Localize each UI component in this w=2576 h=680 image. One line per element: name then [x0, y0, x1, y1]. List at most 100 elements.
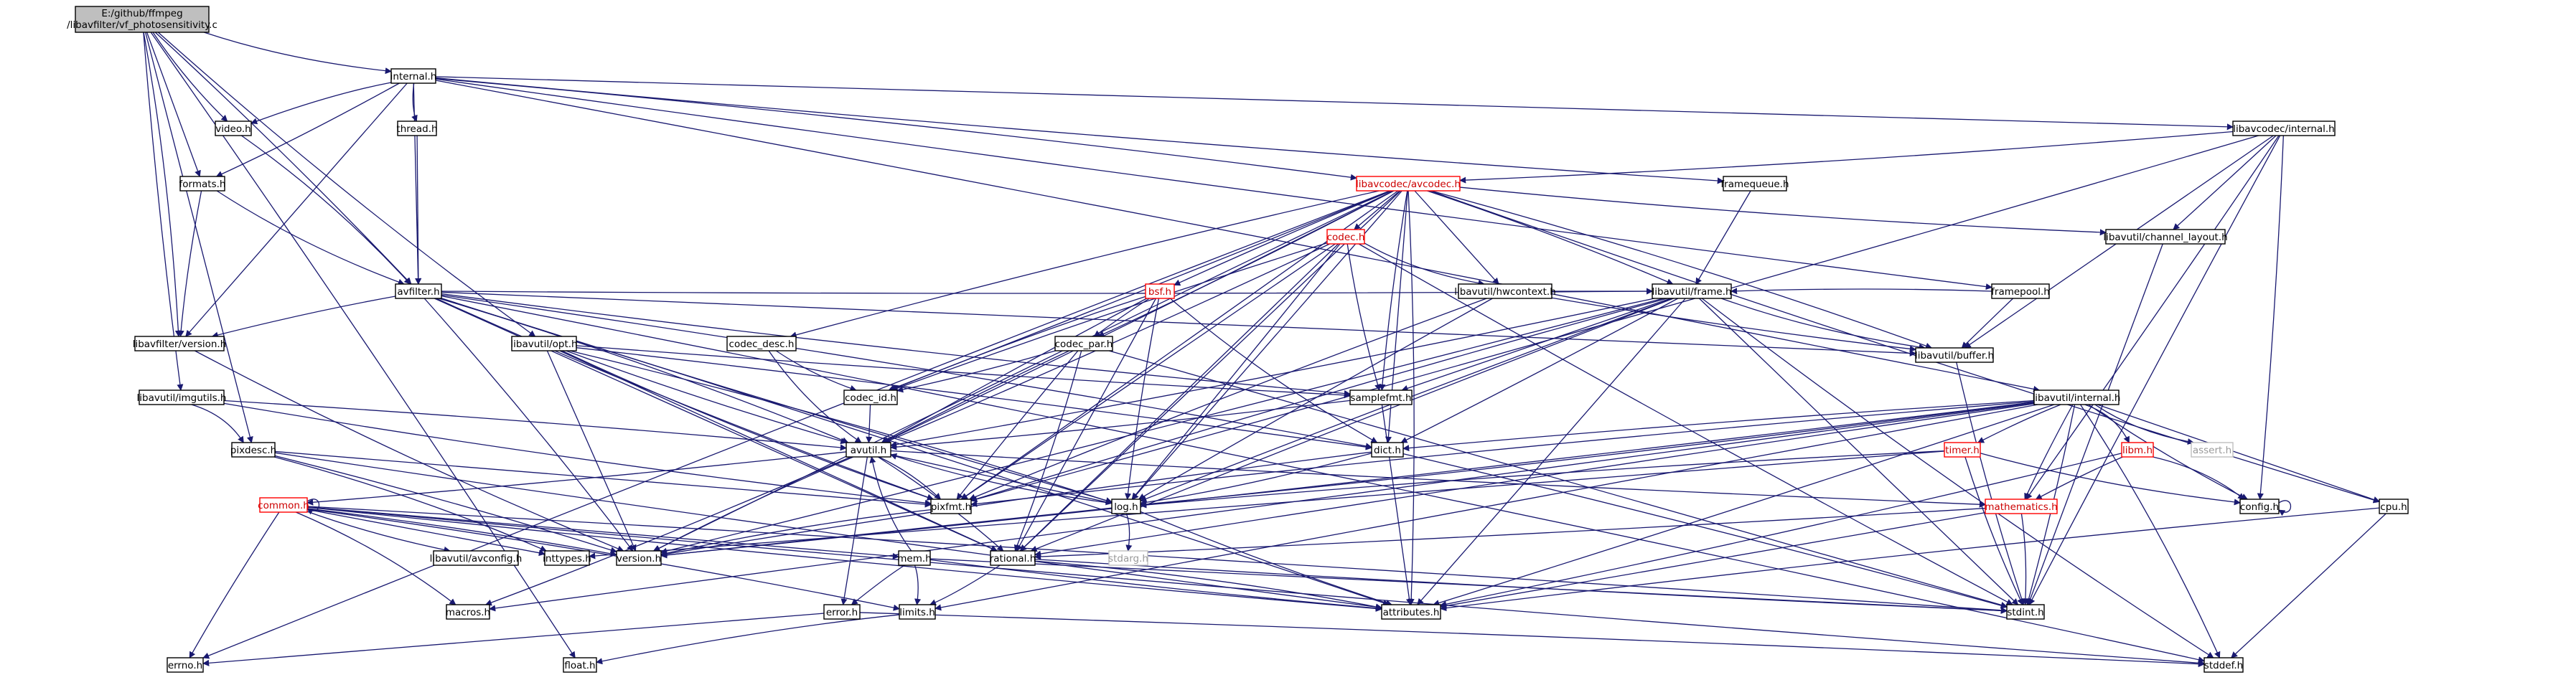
node-label: cpu.h: [2380, 501, 2407, 513]
edge-cpu_h-to-stddef_h: [2231, 513, 2387, 658]
node-mathematics-h[interactable]: mathematics.h: [1985, 499, 2058, 514]
node-label: errno.h: [168, 660, 202, 671]
node-codec-par-h[interactable]: codec_par.h: [1054, 336, 1113, 351]
node-stddef-h[interactable]: stddef.h: [2203, 657, 2244, 673]
node-pixfmt-h[interactable]: pixfmt.h: [930, 499, 972, 514]
node-pixdesc-h[interactable]: pixdesc.h: [230, 442, 277, 458]
node-label: dict.h: [1374, 445, 1401, 456]
node-common-h[interactable]: common.h: [258, 497, 309, 513]
node-avconfig-h[interactable]: libavutil/avconfig.h: [430, 550, 523, 566]
edge-internal_h-to-video_h: [250, 82, 392, 125]
node-log-h[interactable]: log.h: [1111, 499, 1141, 514]
node-codec-desc-h[interactable]: codec_desc.h: [726, 336, 797, 351]
edge-bsf_h-to-dict_h: [1169, 298, 1378, 443]
edge-mem_h-to-limits_h: [914, 565, 922, 605]
edge-avcodec_h-to-avutil_h: [882, 190, 1395, 443]
node-internal-h[interactable]: internal.h: [390, 68, 437, 84]
node-frame-h[interactable]: libavutil/frame.h: [1652, 283, 1732, 299]
node-label: log.h: [1114, 501, 1138, 513]
node-mem-h[interactable]: mem.h: [897, 550, 932, 566]
node-thread-h[interactable]: thread.h: [396, 121, 438, 136]
edge-avfilter_h-to-attributes_h: [440, 298, 1390, 606]
node-channel-layout-h[interactable]: libavutil/channel_layout.h: [2103, 229, 2228, 245]
node-label: libavutil/imgutils.h: [137, 392, 227, 404]
node-avutil-h[interactable]: avutil.h: [846, 442, 891, 458]
node-error-h[interactable]: error.h: [823, 604, 861, 620]
node-avcodec-h[interactable]: libavcodec/avcodec.h: [1356, 176, 1461, 192]
node-stdarg-h[interactable]: stdarg.h: [1108, 550, 1148, 566]
edge-avcodec_internal_h-to-avcodec_h: [1459, 131, 2234, 184]
node-formats-h[interactable]: formats.h: [179, 176, 226, 192]
edge-common_h-to-avconfig_h: [306, 511, 451, 553]
node-box: [990, 550, 1036, 566]
edge-internal_h-to-avcodec_h: [435, 77, 1357, 181]
edge-avutil_internal_h-to-config_h: [2088, 404, 2249, 500]
edge-avcodec_h-to-version_h: [652, 190, 1394, 552]
node-assert-h[interactable]: assert.h: [2191, 442, 2234, 458]
node-opt-h[interactable]: libavutil/opt.h: [510, 336, 578, 351]
node-rational-h[interactable]: rational.h: [990, 550, 1036, 566]
edge-libm_h-to-config_h: [2153, 456, 2245, 500]
node-box: [395, 283, 442, 299]
edge-avcodec_h-to-bsf_h: [1174, 190, 1392, 286]
edge-hwcontext_h-to-buffer_h: [1551, 297, 1916, 352]
node-label: bsf.h: [1148, 286, 1171, 298]
node-label: limits.h: [899, 607, 935, 618]
node-box: [846, 442, 891, 458]
node-limits-h[interactable]: limits.h: [899, 604, 936, 620]
edge-codec_h-to-codec_id_h: [891, 242, 1328, 392]
edge-common_h-to-macros_h: [295, 511, 456, 605]
edge-mathematics_h-to-rational_h: [1034, 507, 1986, 560]
edge-avcodec_internal_h-to-config_h: [2257, 135, 2284, 500]
edge-common_h-to-inttypes_h: [306, 509, 545, 557]
edge-codec_desc_h-to-codec_id_h: [775, 350, 857, 392]
node-avcodec-internal-h[interactable]: libavcodec/internal.h: [2232, 121, 2336, 136]
node-avfilter-h[interactable]: avfilter.h: [395, 283, 442, 299]
node-samplefmt-h[interactable]: samplefmt.h: [1349, 389, 1413, 405]
node-video-h[interactable]: video.h: [215, 121, 252, 136]
edge-avutil_internal_h-to-dict_h: [1402, 400, 2035, 452]
edge-frame_h-to-pixfmt_h: [970, 298, 1667, 502]
node-hwcontext-h[interactable]: libavutil/hwcontext.h: [1454, 283, 1556, 299]
node-version-h[interactable]: version.h: [616, 550, 662, 566]
node-framepool-h[interactable]: framepool.h: [1991, 283, 2050, 299]
edge-cpu_h-to-attributes_h: [1440, 507, 2380, 612]
node-stdint-h[interactable]: stdint.h: [2006, 604, 2045, 620]
node-label: libavutil/internal.h: [2033, 392, 2121, 404]
edge-avcodec_h-to-dict_h: [1385, 190, 1408, 443]
node-codec-h[interactable]: codec.h: [1326, 229, 1365, 245]
node-framequeue-h[interactable]: framequeue.h: [1720, 176, 1789, 192]
node-codec-id-h[interactable]: codec_id.h: [843, 389, 898, 405]
node-box: [1985, 499, 2058, 514]
node-label: rational.h: [990, 553, 1036, 565]
edge-frame_h-to-attributes_h: [1417, 298, 1686, 605]
node-libm-h[interactable]: libm.h: [2121, 442, 2154, 458]
edge-opt_h-to-avutil_h: [566, 350, 848, 445]
node-label: libavfilter/version.h: [133, 339, 227, 350]
node-imgutils-h[interactable]: libavutil/imgutils.h: [137, 389, 227, 405]
node-buffer-h[interactable]: libavutil/buffer.h: [1915, 347, 1994, 363]
edge-avutil_h-to-common_h: [306, 451, 847, 506]
edge-avfilter_h-to-lavfi_version_h: [211, 296, 396, 339]
node-timer-h[interactable]: timer.h: [1944, 442, 1981, 458]
node-box: [179, 176, 225, 192]
node-dict-h[interactable]: dict.h: [1371, 442, 1404, 458]
node-cpu-h[interactable]: cpu.h: [2379, 499, 2409, 514]
node-box: [1371, 442, 1404, 458]
node-inttypes-h[interactable]: inttypes.h: [543, 550, 591, 566]
edge-avcodec_h-to-samplefmt_h: [1379, 190, 1408, 391]
node-errno-h[interactable]: errno.h: [167, 657, 204, 673]
node-bsf-h[interactable]: bsf.h: [1145, 283, 1175, 299]
node-avutil-internal-h[interactable]: libavutil/internal.h: [2033, 389, 2121, 405]
node-label: libavcodec/avcodec.h: [1356, 179, 1461, 190]
edge-pixfmt_h-to-version_h: [660, 509, 932, 557]
edge-codec_desc_h-to-avutil_h: [768, 350, 862, 443]
node-attributes-h[interactable]: attributes.h: [1381, 604, 1441, 620]
node-box: [1108, 550, 1148, 566]
node-macros-h[interactable]: macros.h: [446, 604, 490, 620]
node-lavfi-version-h[interactable]: libavfilter/version.h: [133, 336, 227, 351]
edge-avutil_internal_h-to-assert_h: [2094, 404, 2195, 445]
node-config-h[interactable]: config.h: [2239, 499, 2280, 514]
node-float-h[interactable]: float.h: [563, 657, 597, 673]
node-label: internal.h: [390, 71, 437, 82]
